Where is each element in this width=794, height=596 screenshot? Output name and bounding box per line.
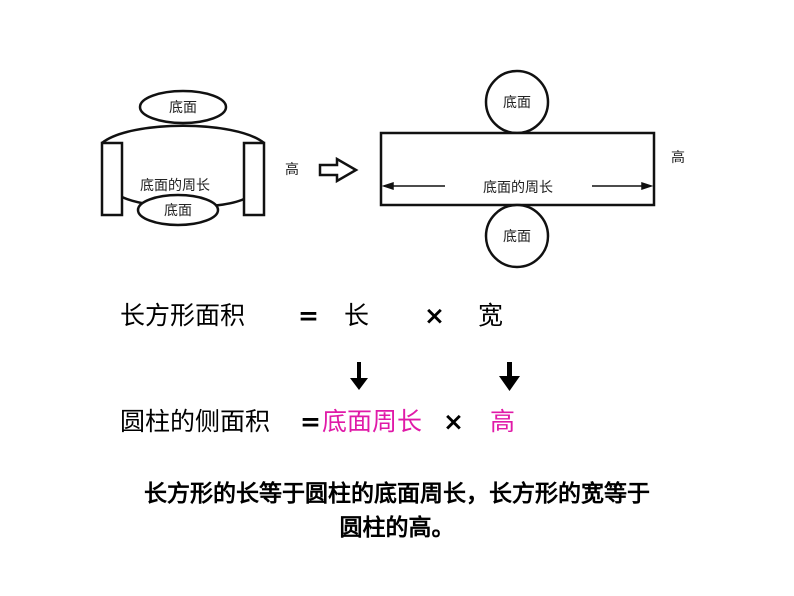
- net-bottom-base-label: 底面: [503, 229, 531, 245]
- net-length-dimension: [381, 181, 654, 191]
- conclusion-line-1: 长方形的长等于圆柱的底面周长，长方形的宽等于: [144, 481, 650, 507]
- hollow-right-arrow-icon: [318, 156, 359, 184]
- width-term: 宽: [478, 301, 504, 330]
- net-top-base-label: 底面: [503, 95, 531, 111]
- cylinder-top-base-label: 底面: [169, 100, 197, 116]
- cylinder-unfolding-diagram: 底面 底面的周长 底面 高 底面 底面的周长 底面 高: [100, 69, 685, 269]
- times-sign: ×: [443, 407, 464, 436]
- down-arrow-icon: [499, 362, 520, 391]
- height-term: 高: [490, 407, 516, 436]
- cylinder-side-label: 底面的周长: [140, 178, 210, 194]
- cylinder-bottom-base: [136, 193, 220, 227]
- times-sign: ×: [424, 301, 445, 330]
- net-bottom-base: [484, 203, 550, 269]
- net-lateral-rectangle: [379, 131, 656, 207]
- equals-sign: =: [300, 407, 321, 436]
- cylinder-right-flap: [242, 141, 266, 217]
- base-circumference-term: 底面周长: [322, 407, 423, 436]
- cylinder-net-figure: [379, 69, 656, 269]
- cylinder-bottom-base-label: 底面: [164, 203, 192, 219]
- down-arrow-icon: [350, 362, 368, 390]
- conclusion-line-2: 圆柱的高。: [339, 515, 455, 541]
- cylinder-lateral-area-label: 圆柱的侧面积: [120, 407, 271, 436]
- net-height-label: 高: [671, 149, 685, 166]
- correspondence-arrows: [350, 362, 520, 391]
- length-term: 长: [344, 301, 370, 330]
- cylinder-height-label: 高: [285, 161, 299, 178]
- cylinder-top-base: [138, 89, 228, 125]
- cylinder-left-flap: [100, 141, 124, 217]
- cylinder-top-rim: [101, 124, 265, 144]
- equals-sign: =: [298, 301, 319, 330]
- net-length-label: 底面的周长: [483, 180, 553, 196]
- rectangle-area-label: 长方形面积: [120, 301, 246, 330]
- cylinder-figure: [100, 89, 266, 227]
